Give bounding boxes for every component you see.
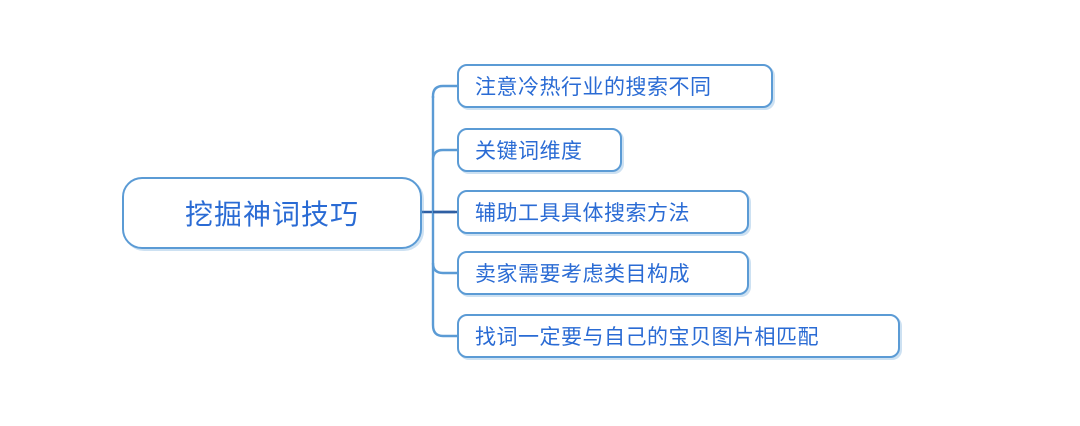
connector-branch-4 [431, 324, 457, 338]
root-node[interactable]: 挖掘神词技巧 [122, 177, 422, 249]
branch-node-3[interactable]: 辅助工具具体搜索方法 [457, 190, 749, 234]
branch-node-4[interactable]: 卖家需要考虑类目构成 [457, 251, 749, 295]
connector-branch-3 [431, 262, 457, 275]
branch-node-5[interactable]: 找词一定要与自己的宝贝图片相匹配 [457, 314, 900, 358]
branch-node-label: 卖家需要考虑类目构成 [475, 263, 690, 286]
branch-node-label: 注意冷热行业的搜索不同 [475, 76, 712, 99]
branch-node-label: 找词一定要与自己的宝贝图片相匹配 [475, 326, 819, 349]
branch-node-label: 关键词维度 [475, 140, 583, 163]
connector-branch-1 [431, 148, 457, 161]
branch-node-label: 辅助工具具体搜索方法 [475, 202, 690, 225]
branch-node-2[interactable]: 关键词维度 [457, 128, 622, 172]
connector-branch-0 [431, 84, 457, 98]
root-node-label: 挖掘神词技巧 [184, 199, 359, 230]
branch-node-1[interactable]: 注意冷热行业的搜索不同 [457, 64, 773, 108]
